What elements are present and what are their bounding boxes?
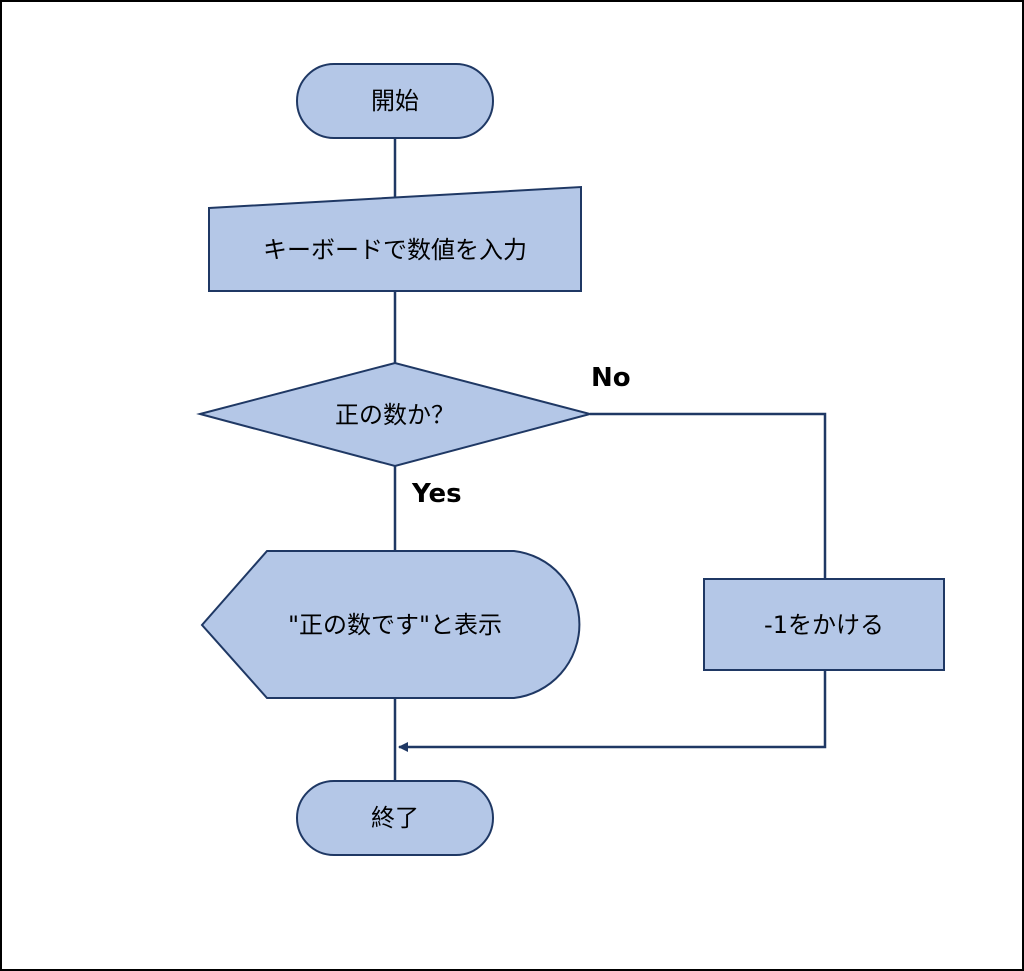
- start-terminator: [296, 63, 494, 139]
- decision-node: [196, 361, 594, 468]
- no-label: No: [591, 363, 631, 393]
- display-label: "正の数です"と表示: [288, 611, 502, 639]
- yes-label: Yes: [411, 479, 462, 509]
- end-terminator: [296, 780, 494, 856]
- decision-label: 正の数か？: [335, 401, 455, 429]
- end-label: 終了: [371, 804, 419, 832]
- start-label: 開始: [371, 87, 419, 115]
- edge-decision-no: [590, 412, 827, 579]
- input-node: [208, 185, 582, 292]
- negate-label: -1をかける: [764, 611, 884, 639]
- edge-negate-merge: [398, 670, 827, 752]
- input-label: キーボードで数値を入力: [263, 236, 527, 264]
- display-node: [200, 550, 581, 699]
- negate-process: [703, 578, 945, 671]
